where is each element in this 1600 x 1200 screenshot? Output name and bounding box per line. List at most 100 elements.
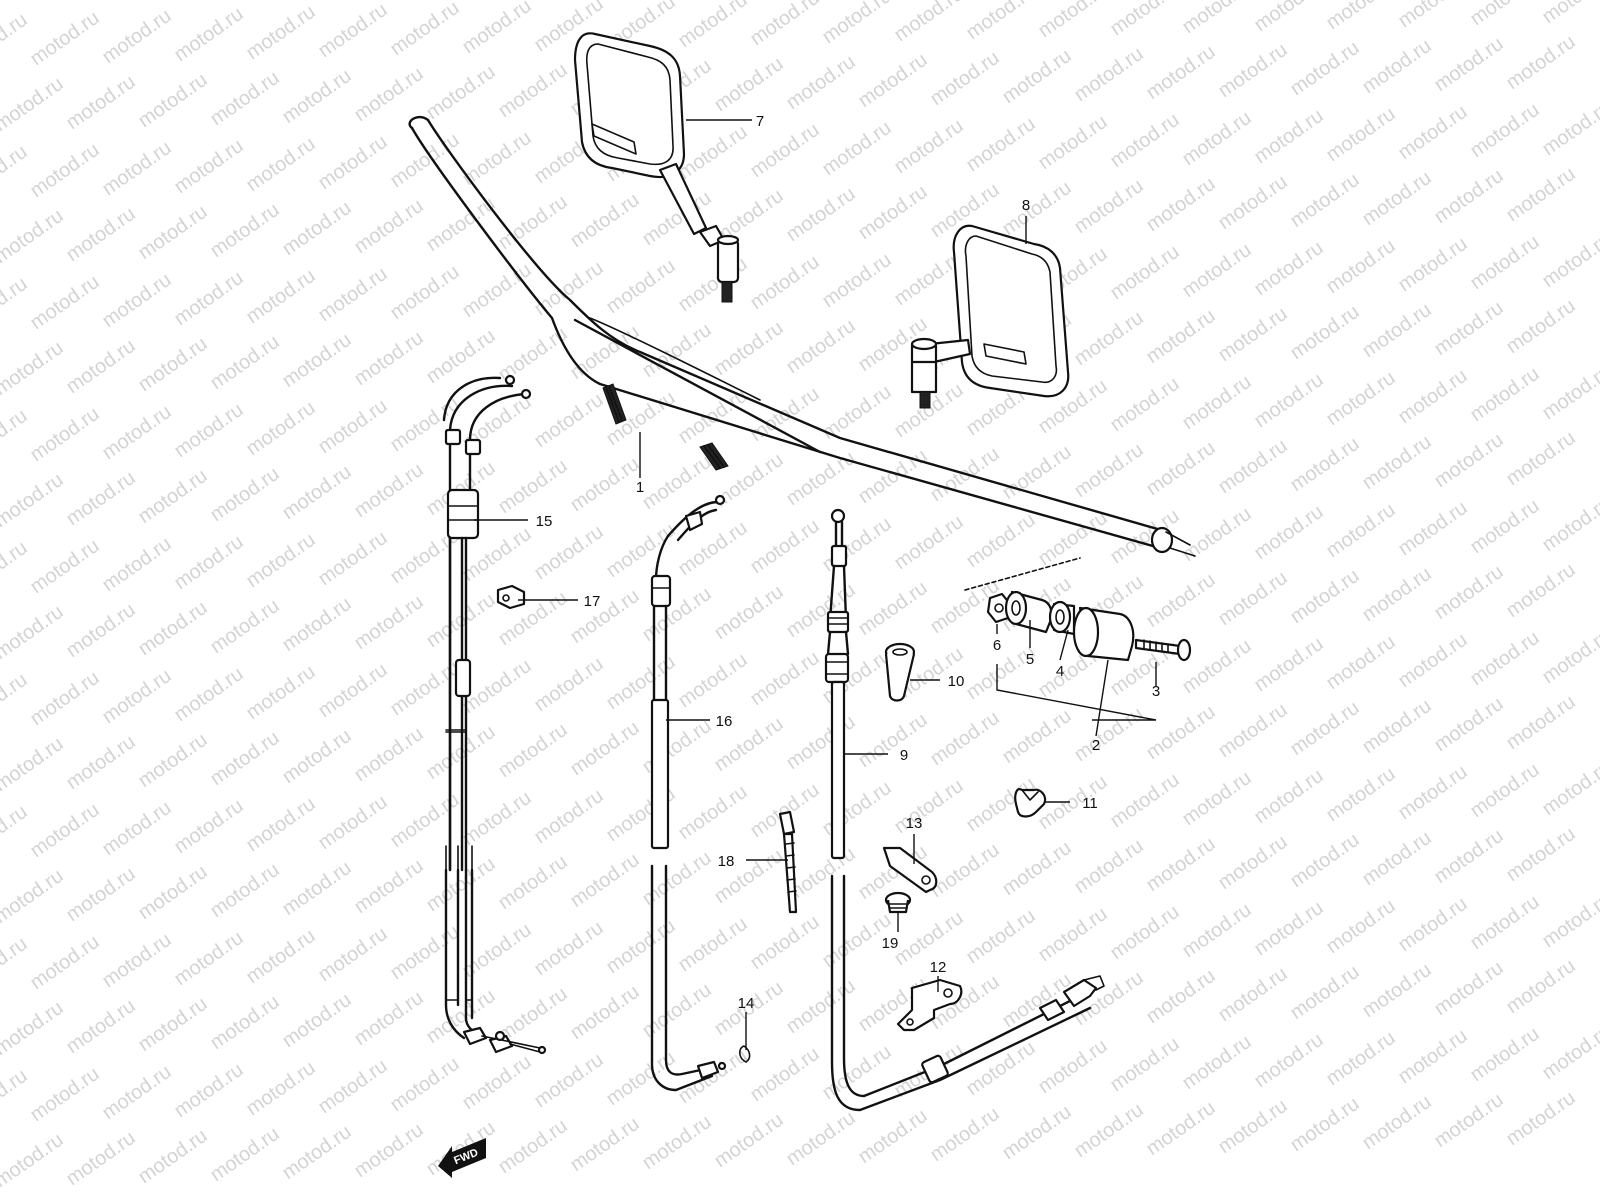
- watermark-text: motod.ru: [1466, 231, 1543, 294]
- watermark-text: motod.ru: [1502, 955, 1579, 1018]
- watermark-text: motod.ru: [1502, 295, 1579, 358]
- watermark-text: motod.ru: [818, 249, 895, 312]
- watermark-text: motod.ru: [0, 73, 68, 136]
- watermark-text: motod.ru: [1394, 1025, 1471, 1088]
- watermark-text: motod.ru: [1250, 1029, 1327, 1092]
- watermark-text: motod.ru: [854, 181, 931, 244]
- watermark-text: motod.ru: [350, 591, 427, 654]
- watermark-text: motod.ru: [1286, 565, 1363, 628]
- watermark-text: motod.ru: [1538, 493, 1600, 556]
- cable-clamp: [496, 584, 526, 610]
- watermark-text: motod.ru: [98, 797, 175, 860]
- watermark-text: motod.ru: [26, 535, 103, 598]
- watermark-text: motod.ru: [1502, 1087, 1579, 1150]
- watermark-text: motod.ru: [782, 447, 859, 510]
- callout-11: 11: [1082, 795, 1098, 812]
- watermark-text: motod.ru: [1106, 109, 1183, 172]
- watermark-text: motod.ru: [746, 1043, 823, 1106]
- watermark-text: motod.ru: [998, 837, 1075, 900]
- callout-18: 18: [718, 853, 735, 870]
- watermark-text: motod.ru: [422, 61, 499, 124]
- watermark-text: motod.ru: [170, 267, 247, 330]
- watermark-text: motod.ru: [1430, 1089, 1507, 1152]
- watermark-text: motod.ru: [278, 593, 355, 656]
- watermark-text: motod.ru: [530, 389, 607, 452]
- handlebar: [408, 115, 1196, 557]
- callout-9: 9: [900, 747, 908, 764]
- watermark-text: motod.ru: [782, 975, 859, 1038]
- watermark-text: motod.ru: [566, 717, 643, 780]
- watermark-text: motod.ru: [746, 911, 823, 974]
- watermark-text: motod.ru: [1142, 173, 1219, 236]
- callout-14: 14: [738, 995, 755, 1012]
- watermark-text: motod.ru: [1250, 105, 1327, 168]
- watermark-text: motod.ru: [962, 905, 1039, 968]
- watermark-text: motod.ru: [206, 67, 283, 130]
- watermark-text: motod.ru: [278, 725, 355, 788]
- watermark-text: motod.ru: [0, 1129, 68, 1192]
- watermark-text: motod.ru: [242, 265, 319, 328]
- watermark-text: motod.ru: [1070, 43, 1147, 106]
- watermark-text: motod.ru: [278, 989, 355, 1052]
- watermark-text: motod.ru: [674, 253, 751, 316]
- watermark-text: motod.ru: [1430, 561, 1507, 624]
- callout-16: 16: [716, 713, 733, 730]
- watermark-text: motod.ru: [1538, 757, 1600, 820]
- watermark-text: motod.ru: [62, 995, 139, 1058]
- watermark-text: motod.ru: [638, 583, 715, 646]
- watermark-text: motod.ru: [1286, 37, 1363, 100]
- watermark-text: motod.ru: [170, 927, 247, 990]
- watermark-text: motod.ru: [1430, 957, 1507, 1020]
- watermark-text: motod.ru: [1502, 163, 1579, 226]
- watermark-text: motod.ru: [62, 599, 139, 662]
- watermark-text: motod.ru: [854, 709, 931, 772]
- watermark-text: motod.ru: [278, 1121, 355, 1184]
- watermark-text: motod.ru: [674, 517, 751, 580]
- watermark-text: motod.ru: [1538, 361, 1600, 424]
- watermark-text: motod.ru: [170, 795, 247, 858]
- watermark-text: motod.ru: [314, 395, 391, 458]
- watermark-text: motod.ru: [1502, 31, 1579, 94]
- watermark-text: motod.ru: [962, 0, 1039, 44]
- watermark-text: motod.ru: [1466, 891, 1543, 954]
- watermark-text: motod.ru: [26, 403, 103, 466]
- watermark-text: motod.ru: [242, 529, 319, 592]
- watermark-text: motod.ru: [98, 269, 175, 332]
- watermark-text: motod.ru: [1106, 373, 1183, 436]
- watermark-text: motod.ru: [1358, 299, 1435, 362]
- watermark-text: motod.ru: [782, 51, 859, 114]
- watermark-text: motod.ru: [1142, 965, 1219, 1028]
- watermark-text: motod.ru: [26, 799, 103, 862]
- watermark-text: motod.ru: [350, 855, 427, 918]
- watermark-text: motod.ru: [98, 401, 175, 464]
- callout-6: 6: [993, 637, 1001, 654]
- watermark-text: motod.ru: [638, 715, 715, 778]
- watermark-text: motod.ru: [602, 1047, 679, 1110]
- watermark-text: motod.ru: [746, 0, 823, 50]
- watermark-text: motod.ru: [998, 1101, 1075, 1164]
- throttle-cable-assembly: [442, 374, 547, 1055]
- watermark-text: motod.ru: [854, 49, 931, 112]
- watermark-text: motod.ru: [1106, 1033, 1183, 1096]
- watermark-text: motod.ru: [0, 733, 68, 796]
- watermark-text: motod.ru: [134, 333, 211, 396]
- watermark-text: motod.ru: [1070, 835, 1147, 898]
- watermark-text: motod.ru: [314, 527, 391, 590]
- watermark-text: motod.ru: [1070, 703, 1147, 766]
- watermark-text: motod.ru: [386, 393, 463, 456]
- watermark-text: motod.ru: [458, 0, 535, 58]
- watermark-text: motod.ru: [1322, 103, 1399, 166]
- fwd-arrow: FWD: [438, 1138, 486, 1178]
- watermark-text: motod.ru: [998, 705, 1075, 768]
- bar-end-weight-assembly: [964, 557, 1192, 721]
- clutch-cable: [824, 508, 1105, 1112]
- watermark-text: motod.ru: [1070, 1099, 1147, 1162]
- watermark-text: motod.ru: [386, 921, 463, 984]
- watermark-text: motod.ru: [674, 913, 751, 976]
- watermark-text: motod.ru: [0, 273, 32, 336]
- watermark-text: motod.ru: [1322, 1027, 1399, 1090]
- watermark-text: motod.ru: [674, 0, 751, 52]
- watermark-text: motod.ru: [1466, 759, 1543, 822]
- watermark-text: motod.ru: [1358, 695, 1435, 758]
- screw-3: [1134, 638, 1192, 662]
